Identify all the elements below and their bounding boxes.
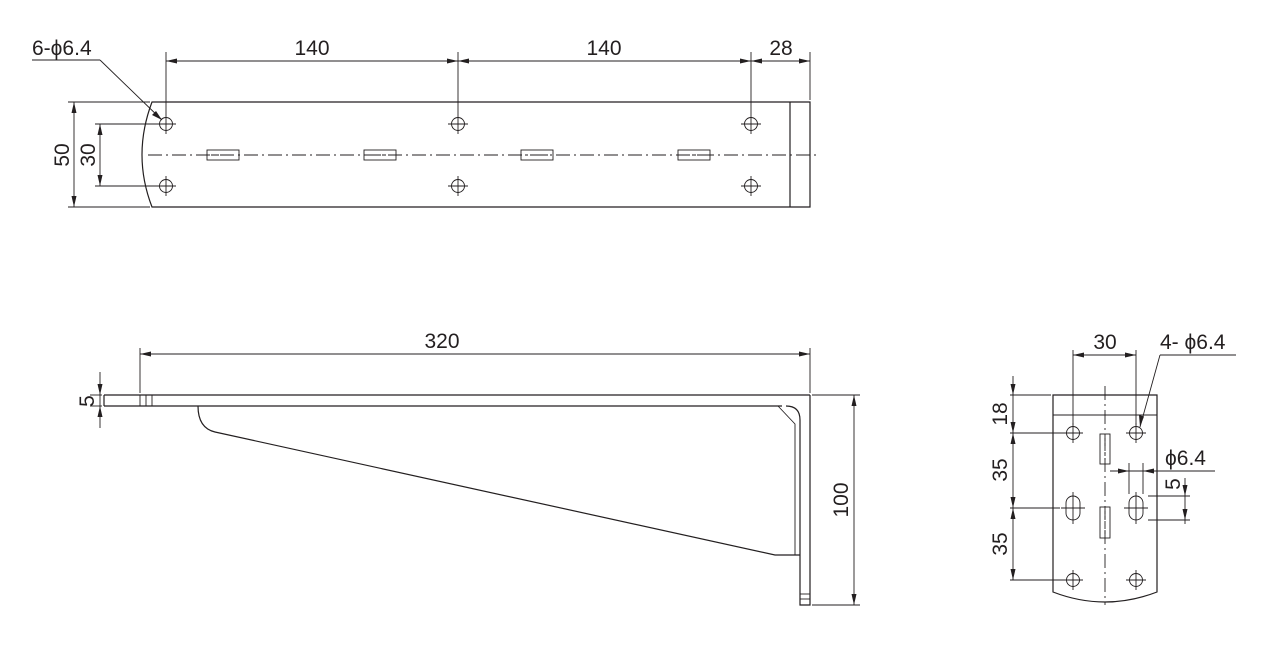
end-dim-pitch-1: 35 xyxy=(989,458,1012,481)
mounting-hole xyxy=(1125,422,1147,444)
mounting-hole xyxy=(1062,569,1084,591)
top-dim-end: 28 xyxy=(769,37,792,60)
rib-slot xyxy=(206,149,240,161)
mounting-hole xyxy=(1125,569,1147,591)
side-view-outline xyxy=(103,394,811,606)
top-dim-hole-pitch: 30 xyxy=(77,143,100,166)
end-dim-slot-length: 5 xyxy=(1162,478,1185,490)
end-view-holes xyxy=(1062,422,1147,591)
end-dim-hole-pitch-x: 30 xyxy=(1093,331,1116,354)
mounting-hole xyxy=(155,175,177,197)
top-view-outline xyxy=(141,101,820,208)
side-dim-height: 100 xyxy=(830,482,853,517)
mounting-hole xyxy=(447,175,469,197)
top-dim-width: 50 xyxy=(51,143,74,166)
side-dim-thickness: 5 xyxy=(76,395,99,407)
end-view-slots xyxy=(1061,492,1148,524)
end-dim-top-offset: 18 xyxy=(989,402,1012,425)
end-view: 30 4- ϕ6.4 ϕ6.4 5 18 35 35 xyxy=(989,331,1236,605)
end-dim-pitch-2: 35 xyxy=(989,532,1012,555)
end-slot-callout: ϕ6.4 xyxy=(1165,447,1206,470)
side-dim-length: 320 xyxy=(424,330,459,353)
top-dim-pitch-1: 140 xyxy=(294,37,329,60)
mounting-hole xyxy=(740,113,762,135)
end-hole-callout: 4- ϕ6.4 xyxy=(1160,331,1226,354)
top-dim-pitch-2: 140 xyxy=(586,37,621,60)
end-view-rib-marks xyxy=(1099,433,1111,539)
rib-slot xyxy=(520,149,554,161)
mounting-hole xyxy=(740,175,762,197)
end-view-outline xyxy=(1052,386,1158,605)
top-hole-callout: 6-ϕ6.4 xyxy=(32,37,92,60)
mounting-hole xyxy=(1062,422,1084,444)
top-view: 6-ϕ6.4 140 140 28 50 30 xyxy=(32,37,820,208)
mounting-hole xyxy=(447,113,469,135)
side-view: 320 5 100 xyxy=(76,330,860,606)
